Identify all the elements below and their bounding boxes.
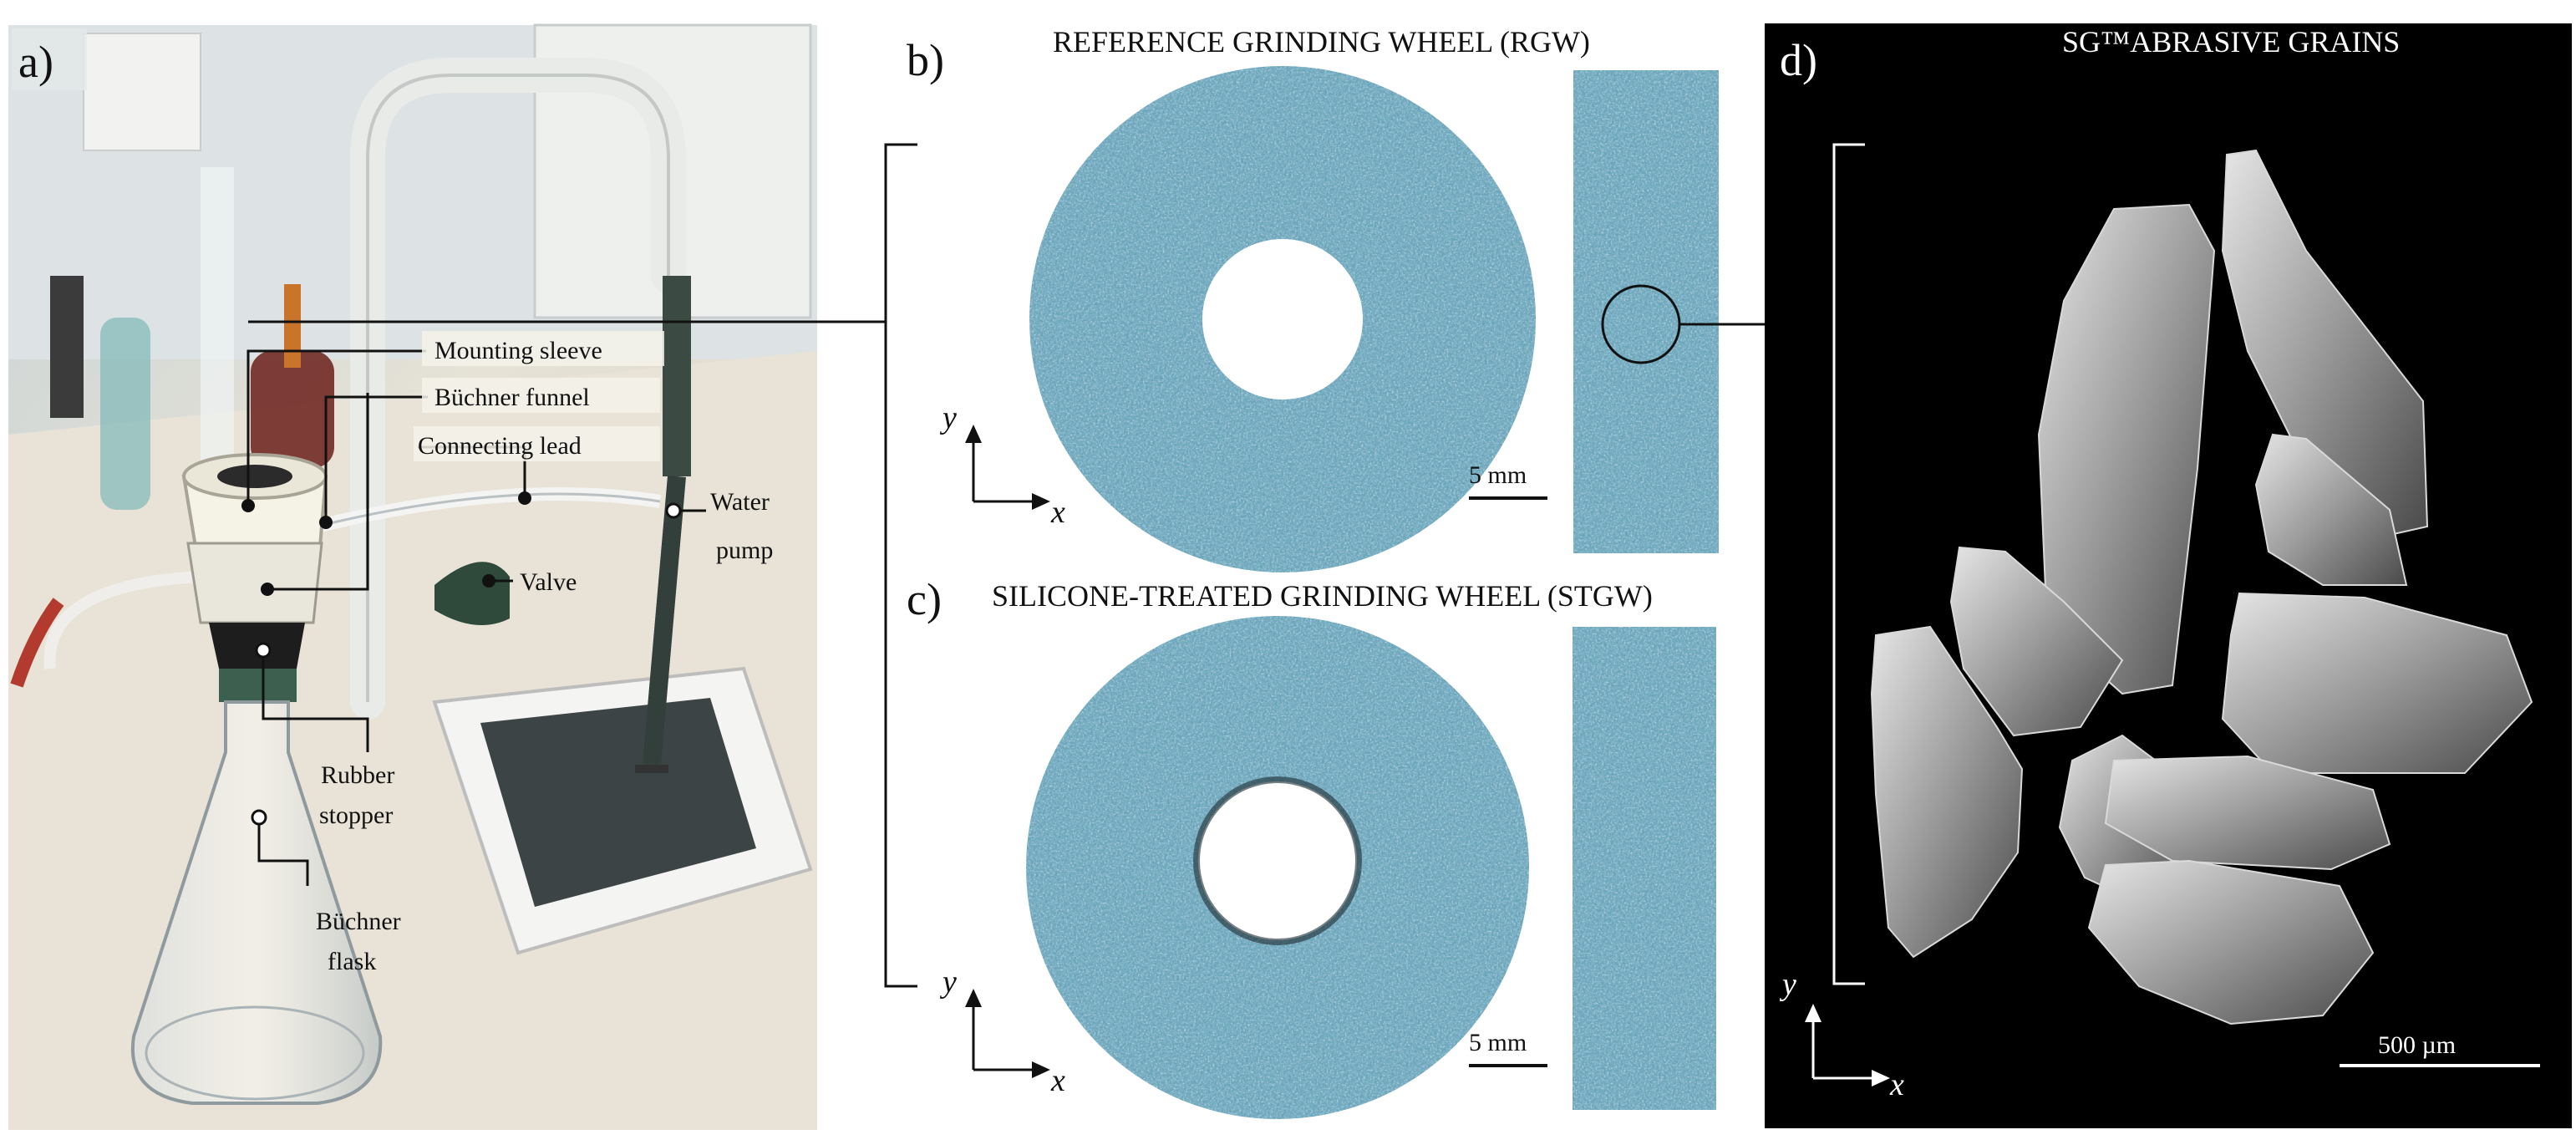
panel-a-to-b-connector	[248, 143, 917, 988]
panel-a-letter: a)	[18, 37, 53, 87]
panel-c-scale-label: 5 mm	[1469, 1029, 1527, 1056]
label-pump: pump	[716, 537, 773, 564]
panel-b-axis-x: x	[1050, 495, 1065, 530]
rgw-wheel-side	[1573, 70, 1719, 553]
panel-d-scale-label: 500 µm	[2378, 1031, 2456, 1059]
label-rubber: Rubber	[321, 761, 394, 789]
panel-d-axis-y: y	[1779, 967, 1796, 1002]
panel-b-scale-label: 5 mm	[1469, 461, 1527, 489]
stgw-bore-shadow	[1193, 776, 1362, 945]
panel-b-letter: b)	[907, 35, 944, 85]
grain	[1870, 625, 2024, 959]
panel-a-photo	[8, 23, 817, 1130]
grain	[2087, 859, 2375, 1025]
panel-a-callout-dots	[241, 491, 682, 826]
panel-d-letter: d)	[1780, 35, 1817, 85]
panel-c-axes	[965, 989, 1050, 1078]
grain	[2104, 755, 2391, 871]
panel-c-axis-x: x	[1050, 1063, 1065, 1098]
panel-d-bracket	[1832, 143, 1865, 985]
rgw-wheel-face	[1028, 65, 1537, 575]
stgw-wheel-face	[1024, 614, 1534, 1124]
label-buchner-funnel: Büchner funnel	[434, 384, 590, 411]
panel-d-axis-x: x	[1889, 1067, 1904, 1102]
label-connecting-lead: Connecting lead	[418, 432, 582, 460]
grain	[2221, 592, 2533, 774]
panel-c-title: SILICONE-TREATED GRINDING WHEEL (STGW)	[992, 579, 1653, 613]
grain	[2221, 149, 2429, 537]
label-mounting-sleeve: Mounting sleeve	[434, 337, 602, 364]
panel-a-letter-bg	[12, 28, 87, 90]
label-stopper: stopper	[319, 802, 393, 829]
panel-c-letter: c)	[907, 574, 942, 624]
stgw-wheel-side	[1573, 627, 1716, 1110]
panel-b-axes	[965, 425, 1050, 510]
grain	[2037, 203, 2216, 695]
panel-b-axis-y: y	[939, 400, 957, 435]
panel-c-axis-y: y	[939, 964, 957, 1000]
panel-a-callout-labels: Mounting sleeve Büchner funnel Connectin…	[316, 331, 773, 975]
label-flask: flask	[328, 948, 376, 975]
panel-d-title: SG™ABRASIVE GRAINS	[2062, 25, 2400, 59]
panel-b-title: REFERENCE GRINDING WHEEL (RGW)	[1053, 25, 1590, 59]
label-buchner: Büchner	[316, 908, 401, 935]
abrasive-grains	[1870, 149, 2533, 1025]
grain	[2254, 433, 2408, 586]
label-valve: Valve	[520, 568, 577, 596]
grain	[1949, 546, 2124, 737]
label-water: Water	[710, 488, 770, 516]
panel-d-axes	[1805, 1004, 1890, 1086]
